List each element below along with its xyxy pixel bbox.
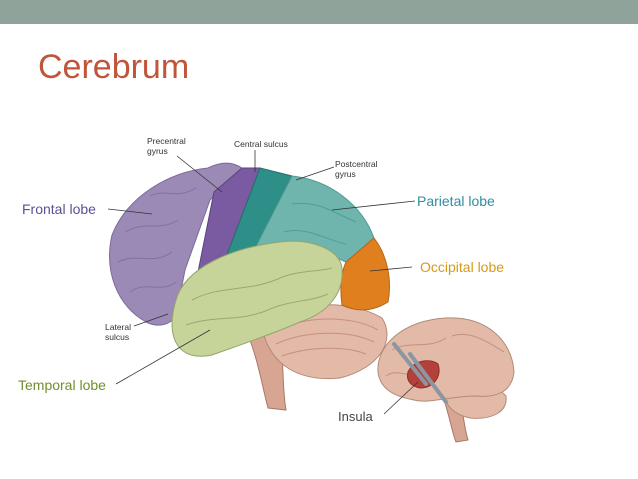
parietal-lobe-label: Parietal lobe	[417, 193, 495, 209]
inset-cerebrum	[378, 318, 514, 401]
occipital-lobe-label: Occipital lobe	[420, 259, 504, 275]
central-sulcus-label: Central sulcus	[234, 139, 288, 149]
insula-inset-brain	[378, 318, 514, 442]
frontal-lobe-label: Frontal lobe	[22, 201, 96, 217]
temporal-lobe-label: Temporal lobe	[18, 377, 106, 393]
lateral-sulcus-label: Lateral sulcus	[105, 322, 131, 342]
insula-label: Insula	[338, 409, 373, 424]
precentral-gyrus-label: Precentral gyrus	[147, 136, 186, 156]
postcentral-gyrus-label: Postcentral gyrus	[335, 159, 378, 179]
